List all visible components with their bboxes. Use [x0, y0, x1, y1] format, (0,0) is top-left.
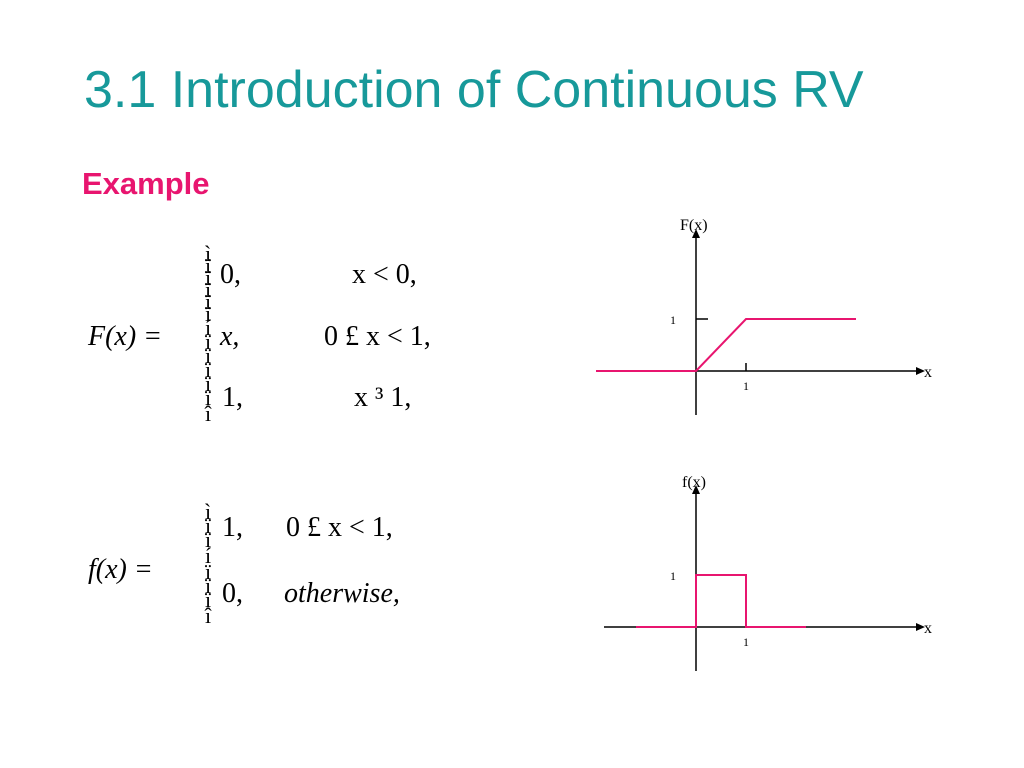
cdf-chart: 1 1 F(x) x: [596, 217, 932, 415]
y-axis-arrow: [692, 485, 700, 494]
y-axis-arrow: [692, 229, 700, 238]
y-tick-label: 1: [670, 313, 676, 327]
pdf-row-condition: 0 £ x < 1,: [286, 512, 393, 543]
x-tick-label: 1: [743, 635, 749, 649]
x-axis-label: x: [924, 364, 932, 381]
cdf-row-value: 1,: [222, 382, 243, 413]
brace-glyph: ì: [204, 241, 212, 266]
cdf-lhs: F(x) =: [88, 321, 163, 352]
cdf-row-value: x,: [220, 321, 240, 352]
cdf-row-condition: 0 £ x < 1,: [324, 321, 431, 352]
x-axis-arrow: [916, 623, 925, 631]
x-axis-arrow: [916, 367, 925, 375]
cdf-row-condition: x ³ 1,: [354, 382, 412, 413]
example-heading: Example: [82, 166, 210, 201]
pdf-chart: 1 1 f(x) x: [604, 474, 932, 671]
slide-title: 3.1 Introduction of Continuous RV: [84, 61, 864, 119]
brace-glyph: ì: [204, 499, 212, 524]
cdf-row-value: 0,: [220, 259, 241, 290]
series-line: [636, 574, 806, 628]
series-line: [596, 318, 856, 372]
brace-glyph: î: [204, 401, 212, 426]
y-axis-label: F(x): [680, 217, 708, 234]
x-tick-label: 1: [743, 379, 749, 393]
y-axis-label: f(x): [682, 474, 706, 491]
y-tick-label: 1: [670, 569, 676, 583]
pdf-row-value: 0,: [222, 578, 243, 609]
pdf-lhs: f(x) =: [88, 554, 153, 585]
brace-glyph: í: [204, 315, 212, 340]
brace-glyph: î: [204, 603, 212, 628]
x-axis-label: x: [924, 620, 932, 637]
pdf-row-condition: otherwise,: [284, 578, 400, 609]
pdf-row-value: 1,: [222, 512, 243, 543]
cdf-row-condition: x < 0,: [352, 259, 417, 290]
brace-glyph: í: [204, 543, 212, 568]
